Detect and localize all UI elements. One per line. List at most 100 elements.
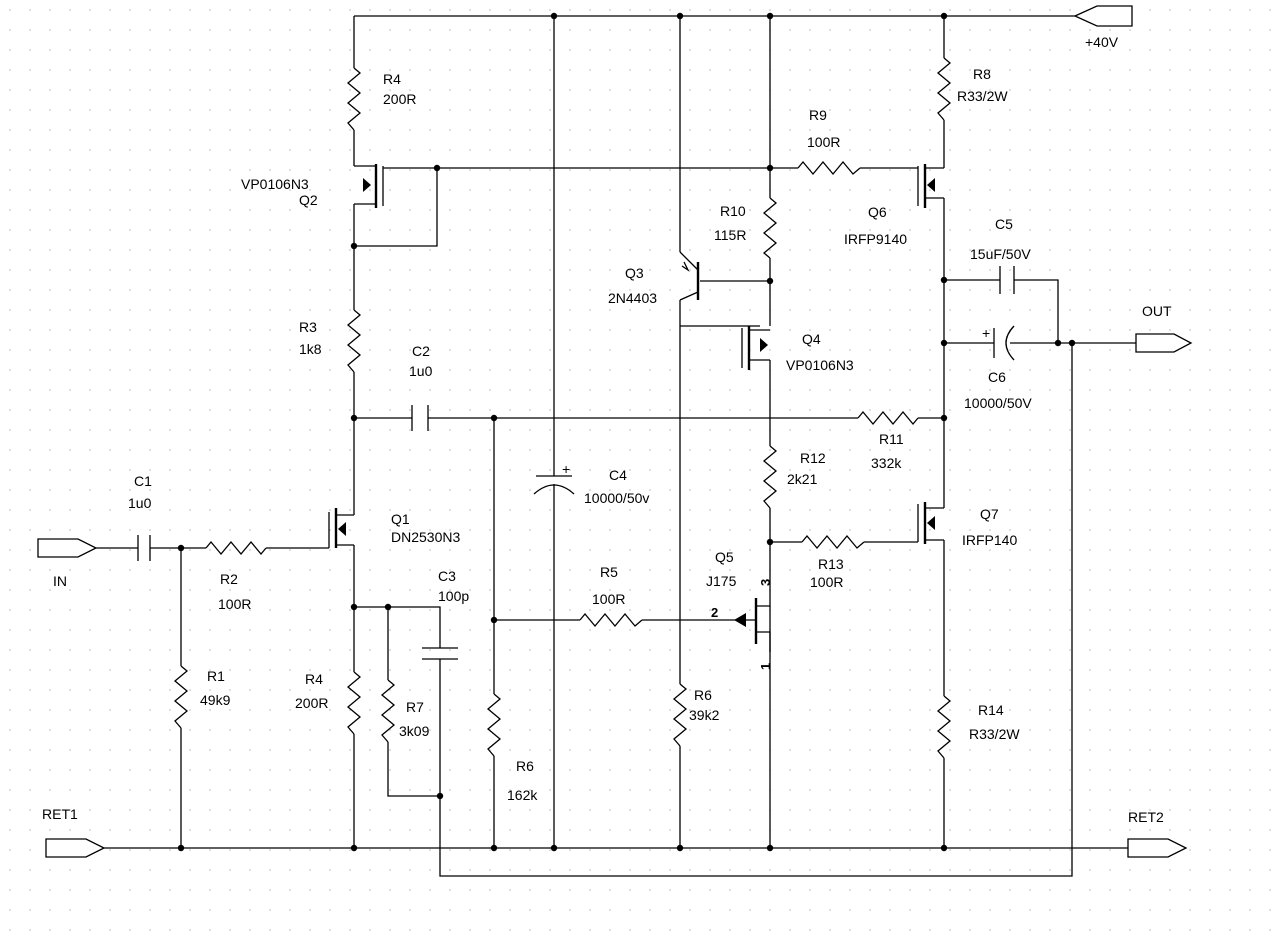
resistor-r8-symbol — [936, 57, 952, 121]
q3-part: 2N4403 — [608, 290, 657, 306]
q5-pin-2: 2 — [711, 605, 718, 620]
r4-top-value: 200R — [383, 91, 416, 107]
r11-value: 332k — [871, 455, 902, 471]
c3-value: 100p — [438, 588, 469, 604]
c5-value: 15uF/50V — [970, 246, 1031, 262]
q1-ref: Q1 — [391, 511, 410, 527]
port-ret2 — [1127, 838, 1188, 858]
port-out — [1135, 333, 1193, 353]
resistor-r14-symbol — [936, 695, 952, 759]
resistor-r9-symbol — [797, 160, 861, 176]
jfet-q5-symbol — [734, 580, 771, 652]
resistor-r13-symbol — [801, 534, 865, 550]
r3-ref: R3 — [299, 319, 317, 335]
r2-ref: R2 — [220, 571, 238, 587]
port-in — [37, 538, 98, 558]
q5-ref: Q5 — [715, 549, 734, 565]
mosfet-q7-symbol — [917, 502, 944, 544]
r7-value: 3k09 — [399, 723, 430, 739]
c1-value: 1u0 — [128, 495, 152, 511]
junction-dots — [177, 12, 1076, 852]
r10-ref: R10 — [720, 203, 746, 219]
resistor-r10-symbol — [762, 197, 778, 259]
r12-value: 2k21 — [787, 471, 818, 487]
resistor-r1-symbol — [173, 665, 189, 729]
label-in: IN — [53, 573, 67, 589]
r10-value: 115R — [714, 227, 746, 243]
q7-ref: Q7 — [980, 506, 999, 522]
r12-ref: R12 — [800, 450, 826, 466]
resistor-r4-bottom-symbol — [346, 671, 362, 735]
r3-value: 1k8 — [299, 341, 322, 357]
q4-part: VP0106N3 — [786, 357, 854, 373]
q1-part: DN2530N3 — [391, 529, 460, 545]
capacitor-c6-symbol: + — [982, 325, 1015, 361]
c5-ref: C5 — [995, 216, 1013, 232]
capacitor-c2-symbol — [411, 405, 429, 431]
resistor-r4-top-symbol — [346, 67, 362, 131]
r1-ref: R1 — [207, 668, 225, 684]
r6-left-ref: R6 — [516, 758, 534, 774]
q3-ref: Q3 — [625, 265, 644, 281]
c6-value: 10000/50V — [964, 395, 1032, 411]
r14-ref: R14 — [978, 702, 1004, 718]
r13-value: 100R — [810, 574, 843, 590]
port-vplus — [1073, 5, 1133, 27]
c4-value: 10000/50v — [584, 490, 649, 506]
r11-ref: R11 — [879, 431, 904, 447]
c6-ref: C6 — [988, 369, 1006, 385]
resistor-r12-symbol — [762, 445, 778, 509]
c2-value: 1u0 — [409, 363, 433, 379]
r4-bottom-value: 200R — [295, 695, 328, 711]
c2-ref: C2 — [412, 343, 430, 359]
mosfet-q1-symbol — [328, 508, 354, 548]
capacitor-c4-symbol: + — [533, 461, 575, 495]
q6-ref: Q6 — [868, 204, 887, 220]
r5-value: 100R — [592, 591, 625, 607]
capacitor-c3-symbol — [422, 641, 458, 660]
q2-part: VP0106N3 — [241, 176, 309, 192]
c6-plus-sign: + — [982, 325, 990, 341]
q7-part: IRFP140 — [962, 532, 1017, 548]
bjt-q3-symbol — [679, 251, 700, 301]
q2-ref: Q2 — [299, 192, 318, 208]
resistor-r7-symbol — [380, 679, 396, 743]
r14-value: R33/2W — [969, 726, 1020, 742]
r9-ref: R9 — [809, 107, 827, 123]
q4-ref: Q4 — [802, 331, 821, 347]
r4-bottom-ref: R4 — [305, 671, 323, 687]
resistor-r3-symbol — [346, 309, 362, 373]
label-ret2: RET2 — [1128, 809, 1164, 825]
resistor-r6-left-symbol — [486, 693, 502, 757]
resistor-r11-symbol — [857, 410, 919, 426]
q5-part: J175 — [706, 573, 737, 589]
r13-ref: R13 — [818, 556, 844, 572]
label-vplus: +40V — [1085, 34, 1119, 50]
capacitor-c5-symbol — [999, 266, 1015, 294]
r6-left-value: 162k — [507, 787, 538, 803]
c3-ref: C3 — [438, 568, 456, 584]
r2-value: 100R — [218, 596, 251, 612]
r4-top-ref: R4 — [383, 71, 401, 87]
r8-value: R33/2W — [957, 88, 1008, 104]
label-ret1: RET1 — [42, 806, 78, 822]
r6-right-value: 39k2 — [689, 707, 720, 723]
r9-value: 100R — [807, 134, 840, 150]
r7-ref: R7 — [406, 699, 424, 715]
resistor-r5-symbol — [579, 612, 643, 628]
resistor-r2-symbol — [205, 540, 267, 556]
capacitor-c1-symbol — [137, 535, 151, 561]
q5-pin-1: 1 — [758, 663, 773, 670]
c4-plus-sign: + — [562, 461, 570, 477]
r5-ref: R5 — [600, 564, 618, 580]
r8-ref: R8 — [973, 66, 991, 82]
port-ret1 — [45, 838, 106, 858]
c4-ref: C4 — [609, 467, 627, 483]
mosfet-q4-symbol — [741, 326, 770, 370]
resistor-r6-right-symbol — [672, 683, 688, 747]
label-out: OUT — [1142, 303, 1172, 319]
r6-right-ref: R6 — [694, 687, 712, 703]
q6-part: IRFP9140 — [844, 231, 907, 247]
